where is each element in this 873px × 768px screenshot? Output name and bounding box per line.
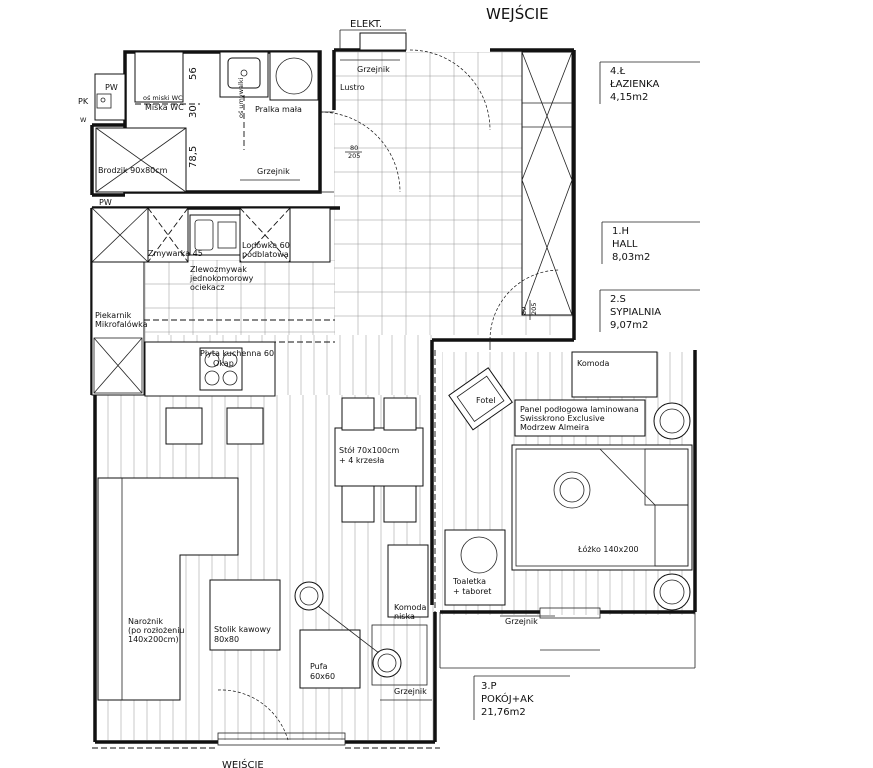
hall-name: HALL [612,239,638,250]
dresser [571,351,658,398]
shower-tray-label: Brodzik 90x80cm [98,166,168,175]
washbasin-axis-label: oś umywalki [237,77,245,118]
bed [511,444,693,571]
bar-stool-1 [165,407,203,445]
floor-lamp-1 [294,581,324,611]
pk-label: PK [78,97,89,106]
armchair-label: Fotel [476,396,496,405]
bedroom-radiator-label: Grzejnik [505,617,538,626]
nightstand-lamp-2 [653,573,691,611]
bathroom-code: 4.Ł [610,66,626,77]
dishwasher-label: Zmywarka 45 [148,249,203,258]
shaft-pk [94,73,126,121]
bar-stool-2 [226,407,264,445]
corner-sofa [97,477,239,701]
dim-56: 56 [188,67,199,80]
floor-panel-note [514,399,646,437]
bathroom: PW PK W oś miski WC Miska WC Pralka mała… [78,51,401,207]
tall-cabinet [91,261,145,396]
bed-door-width: 80 [520,307,528,315]
washing-machine [269,51,319,101]
washing-machine-label: Pralka mała [255,105,302,114]
entrance-label-top: WEJŚCIE [486,4,549,23]
pw-label-2: PW [99,198,112,207]
bath-door-height: 205 [348,152,360,160]
bedroom-area: 9,07m2 [610,320,648,331]
w-label: W [80,116,87,124]
electric-label: ELEKT. [350,19,382,30]
chair-3 [341,485,375,523]
hall-area: 8,03m2 [612,252,650,263]
bedroom-name: SYPIALNIA [610,307,661,318]
vanity-label: Toaletka+ taboret [452,577,491,596]
bedroom-code: 2.S [610,294,626,305]
entrance-label-bottom: WEJŚCIE [222,758,264,768]
bedroom-window [539,607,601,619]
dining-table-label: Stół 70x100cm+ 4 krzesła [339,445,400,465]
cooktop-label: Płyta kuchenna 60 [200,349,274,358]
room-tags: 4.Ł ŁAZIENKA 4,15m2 1.H HALL 8,03m2 2.S … [473,61,700,720]
chair-4 [383,485,417,523]
dim-78-5: 78,5 [188,146,199,168]
bathroom-area: 4,15m2 [610,92,648,103]
armchair [448,367,513,431]
pw-label-1: PW [105,83,118,92]
hood-label: Okap [213,359,234,368]
floor-lamp-2 [372,648,402,678]
living-radiator-label: Grzejnik [394,687,427,696]
coffee-table [209,579,281,651]
living-code: 3.P [481,681,497,692]
toilet-axis-label: oś miski WC [143,94,183,102]
mirror-label: Lustro [340,83,365,92]
hall-code: 1.H [612,226,629,237]
living-name: POKÓJ+AK [481,692,534,705]
low-dresser [387,544,429,618]
vanity [444,529,506,606]
electric-box [359,32,407,51]
pouf [299,629,361,689]
nightstand-lamp-1 [653,402,691,440]
bathroom-radiator-label: Grzejnik [257,167,290,176]
hall-radiator-label: Grzejnik [357,65,390,74]
bath-door-width: 80 [350,144,358,152]
dining-table [334,427,424,487]
toilet-label: Miska WC [145,103,184,112]
toilet [134,51,184,103]
bed-lamp [553,471,591,509]
wardrobe [521,51,573,316]
chair-2 [383,397,417,431]
bathroom-name: ŁAZIENKA [609,79,659,90]
living-area: 21,76m2 [481,707,526,718]
bed-door-height: 205 [530,303,538,315]
bed-label: Łóżko 140x200 [577,544,639,554]
chair-1 [341,397,375,431]
living-room: Stół 70x100cm+ 4 krzesła Narożnik(po roz… [92,350,440,749]
dim-30: 30 [188,105,199,118]
hall: Grzejnik Lustro 80 205 80 205 [339,30,573,350]
dresser-label: Komoda [577,359,610,368]
stool [460,536,498,574]
